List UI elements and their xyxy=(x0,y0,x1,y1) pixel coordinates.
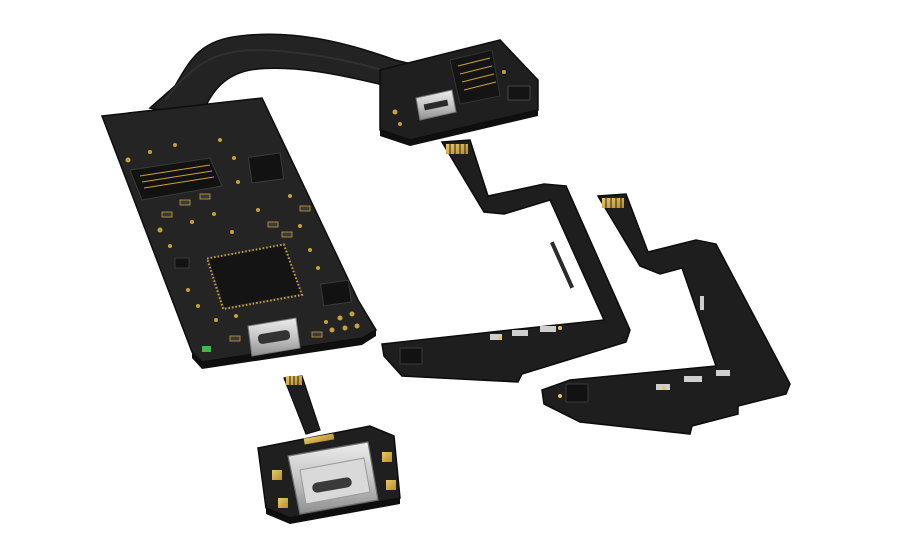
contact-pads-left xyxy=(446,144,468,154)
flex-sensor-left xyxy=(381,139,631,383)
status-led xyxy=(202,346,211,352)
board-connector xyxy=(129,157,223,201)
usb-port-small xyxy=(415,89,457,121)
microcontroller-chip xyxy=(205,243,304,311)
connector-board xyxy=(379,39,539,146)
connector-pins xyxy=(457,57,497,91)
usb-port-main xyxy=(247,317,301,357)
main-board xyxy=(100,97,378,369)
flex-sensor-right xyxy=(541,193,791,435)
solder-pads xyxy=(125,138,360,333)
smd-components xyxy=(161,193,323,342)
usb-c-receptacle xyxy=(287,441,379,515)
usb-c-daughter-board xyxy=(257,375,401,524)
contact-pads-right xyxy=(602,198,624,208)
